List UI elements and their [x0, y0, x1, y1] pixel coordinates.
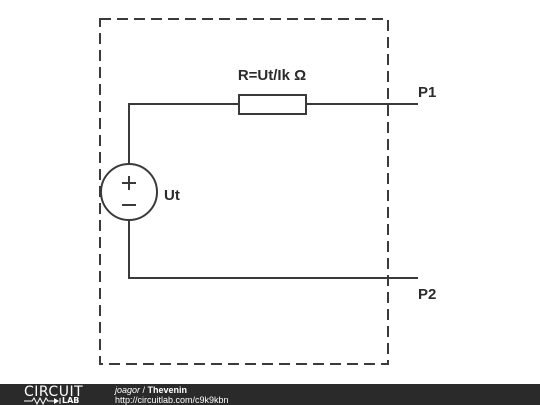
- logo-text-circuit: CIRCUIT: [24, 384, 84, 400]
- voltage-source: [100, 163, 158, 221]
- circuit-title[interactable]: Thevenin: [147, 385, 188, 395]
- source-label: Ut: [164, 187, 180, 204]
- port1-label: P1: [418, 84, 436, 101]
- author-name[interactable]: joagor: [115, 385, 141, 395]
- circuit-url-link[interactable]: http://circuitlab.com/c9k9kbn: [115, 395, 229, 405]
- circuitlab-logo[interactable]: CIRCUIT LAB: [24, 385, 96, 405]
- plus-icon: [122, 176, 136, 190]
- circuit-meta: joagor / Thevenin http://circuitlab.com/…: [115, 385, 229, 405]
- meta-separator: /: [140, 385, 148, 395]
- logo-text-lab: LAB: [62, 396, 80, 405]
- footer-bar: CIRCUIT LAB joagor / Thevenin http://cir…: [0, 384, 540, 405]
- resistor-logo-icon: [24, 397, 61, 405]
- resistor: [238, 94, 307, 115]
- top-wire: [128, 103, 239, 170]
- circuit-schematic: R=Ut/Ik Ω Ut P1 P2: [99, 18, 436, 365]
- bottom-wire: [128, 220, 418, 279]
- port2-label: P2: [418, 286, 436, 303]
- thevenin-enclosure-box: [99, 18, 389, 365]
- resistor-label: R=Ut/Ik Ω: [238, 67, 306, 84]
